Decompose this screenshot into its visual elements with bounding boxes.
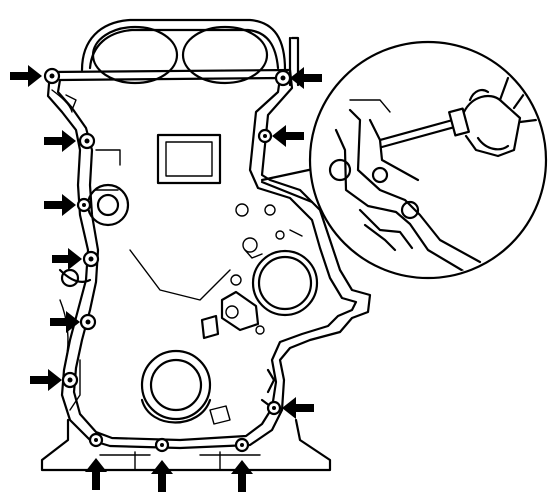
bolt-10 (88, 432, 104, 448)
bolt-5 (76, 197, 92, 213)
arrow-bolt-12-icon (231, 460, 253, 492)
bolt-7 (79, 313, 97, 331)
cover-bolts (43, 67, 292, 453)
arrow-bolt-9-icon (282, 397, 314, 419)
arrow-bolt-11-icon (151, 460, 173, 492)
bolt-8 (61, 371, 79, 389)
bolt-2 (274, 69, 292, 87)
bolt-4 (257, 128, 273, 144)
bolt-12 (234, 437, 250, 453)
arrow-bolt-8-icon (30, 369, 62, 391)
arrow-bolt-6-icon (52, 248, 82, 270)
arrow-bolt-4-icon (272, 125, 304, 147)
bolt-9 (266, 400, 282, 416)
arrow-bolt-5-icon (44, 194, 76, 216)
arrow-bolt-3-icon (44, 130, 76, 152)
arrow-bolt-1-icon (10, 65, 42, 87)
bolt-6 (82, 250, 100, 268)
bolt-1 (43, 67, 61, 85)
arrow-bolt-7-icon (50, 311, 80, 333)
camshaft-housing (80, 18, 300, 87)
arrow-bolt-2-icon (290, 67, 322, 89)
detail-callout (260, 40, 548, 280)
cover-details (51, 89, 319, 425)
bolt-3 (78, 132, 96, 150)
arrow-bolt-10-icon (85, 458, 107, 490)
bolt-11 (154, 437, 170, 453)
bolt-arrows (10, 65, 322, 492)
lower-block-outline (40, 418, 332, 472)
